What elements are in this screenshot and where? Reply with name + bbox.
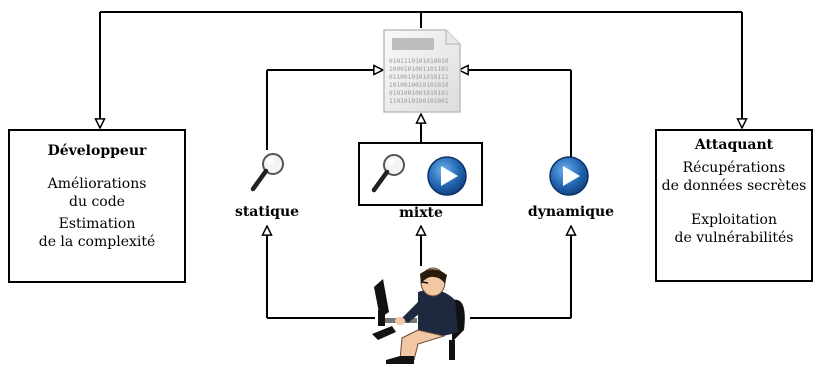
developer-line: Améliorations xyxy=(47,176,147,192)
attacker-line: Récupérations xyxy=(682,160,786,176)
attacker-line: Exploitation xyxy=(691,212,777,228)
attacker-line: de données secrètes xyxy=(661,178,807,194)
attacker-box: Attaquant Récupérations de données secrè… xyxy=(655,129,813,282)
developer-line: de la complexité xyxy=(38,234,156,250)
developer-box: Développeur Améliorations du code Estima… xyxy=(8,129,186,283)
static-analysis-label: statique xyxy=(234,204,300,220)
binary-row: 1101010100101001 xyxy=(389,98,449,105)
user-to-analysis-connectors xyxy=(267,226,571,319)
developer-line: Estimation xyxy=(58,216,136,232)
magnifier-icon xyxy=(371,154,405,193)
magnifier-icon xyxy=(250,153,284,192)
analysis-to-document-connectors xyxy=(266,70,572,158)
developer-title: Développeur xyxy=(47,143,147,159)
developer-line: du code xyxy=(69,194,125,210)
person-at-computer-icon xyxy=(372,267,465,364)
dynamic-analysis-label: dynamique xyxy=(527,204,615,220)
attacker-title: Attaquant xyxy=(694,137,774,153)
binary-document-icon: 0101110101010010 1000101001101101 011001… xyxy=(383,29,461,113)
binary-row: 1000101001101101 xyxy=(389,66,449,73)
binary-row: 0101110101010010 xyxy=(389,58,449,65)
mixed-analysis-label: mixte xyxy=(399,205,443,221)
binary-row: 0110010101010111 xyxy=(389,74,449,81)
binary-row: 0101001001010101 xyxy=(389,90,449,97)
play-icon xyxy=(427,156,467,196)
top-connector xyxy=(100,11,742,128)
play-icon xyxy=(549,156,589,196)
binary-row: 1010010010101010 xyxy=(389,82,449,89)
attacker-line: de vulnérabilités xyxy=(674,230,794,246)
